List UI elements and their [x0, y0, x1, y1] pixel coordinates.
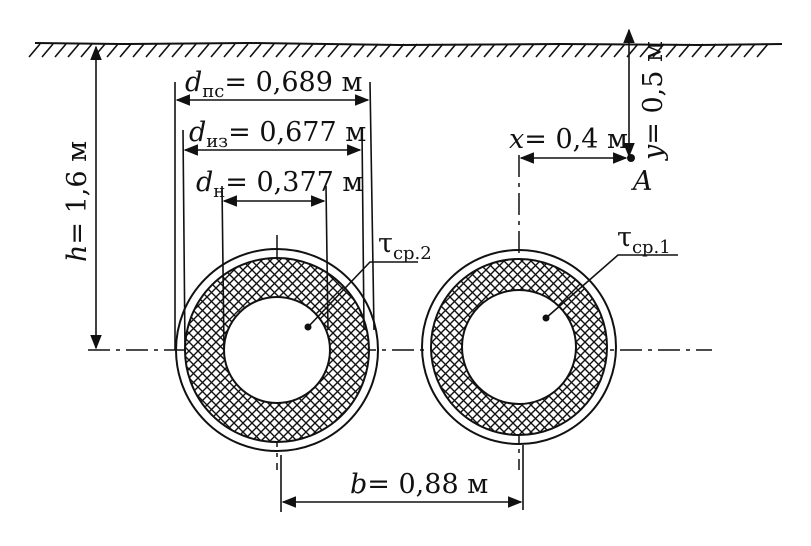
- ground-hatch-tick: [548, 43, 561, 58]
- ground-hatch-tick: [106, 43, 119, 58]
- ground-hatch-tick: [509, 43, 522, 58]
- ground-hatch-tick: [340, 43, 353, 58]
- ground-hatch-tick: [730, 43, 743, 58]
- ground-hatch-tick: [652, 43, 665, 58]
- ground-hatch-tick: [522, 43, 535, 58]
- ground-hatch-tick: [262, 43, 275, 58]
- ground-surface: [28, 41, 783, 58]
- ground-hatch-tick: [67, 43, 80, 58]
- ground-hatch-tick: [639, 43, 652, 58]
- diameter-extension-lines: [174, 81, 375, 351]
- point-a-label: A: [630, 166, 653, 197]
- pipe1-protective-shell: [421, 249, 617, 445]
- ground-hatch-tick: [743, 43, 756, 58]
- ground-hatch-tick: [587, 43, 600, 58]
- ground-hatch-tick: [418, 43, 431, 58]
- ground-hatch-tick: [184, 43, 197, 58]
- ground-hatch-tick: [145, 43, 158, 58]
- ground-hatch-tick: [535, 43, 548, 58]
- h-label: h= 1,6 м: [62, 141, 93, 262]
- ground-hatch-tick: [288, 43, 301, 58]
- x-label: x= 0,4 м: [509, 124, 628, 155]
- y-label: y= 0,5 м: [638, 41, 669, 161]
- pipe-2: [175, 248, 418, 452]
- ground-hatch-tick: [600, 43, 613, 58]
- d-n-label: dн= 0,377 м: [196, 167, 363, 202]
- tau-2-label: τср.2: [378, 228, 432, 264]
- ground-hatch-tick: [210, 43, 223, 58]
- d-ps-label: dпс= 0,689 м: [185, 67, 362, 102]
- ground-hatch-tick: [314, 43, 327, 58]
- ground-hatch-tick: [457, 43, 470, 58]
- ground-hatch-tick: [80, 43, 93, 58]
- ground-hatch-tick: [327, 43, 340, 58]
- ground-hatch-tick: [28, 43, 41, 58]
- ground-hatch-tick: [405, 43, 418, 58]
- ground-hatch-tick: [132, 43, 145, 58]
- ground-hatch-tick: [613, 43, 626, 58]
- ground-hatch-tick: [561, 43, 574, 58]
- b-dimension: [280, 445, 524, 512]
- ground-hatch-tick: [483, 43, 496, 58]
- b-label: b= 0,88 м: [350, 469, 488, 500]
- ground-hatch-tick: [197, 43, 210, 58]
- ground-hatch-tick: [444, 43, 457, 58]
- ground-hatch-tick: [496, 43, 509, 58]
- ground-hatch-tick: [431, 43, 444, 58]
- ground-hatch-tick: [574, 43, 587, 58]
- ground-hatch-tick: [470, 43, 483, 58]
- ground-hatch-tick: [41, 43, 54, 58]
- pipe2-protective-shell: [175, 248, 379, 452]
- ground-hatch-tick: [665, 43, 678, 58]
- ground-hatch-tick: [171, 43, 184, 58]
- ground-hatch-tick: [223, 43, 236, 58]
- ground-hatch-tick: [236, 43, 249, 58]
- pipe2-inner-pipe: [223, 296, 331, 404]
- ground-hatch-tick: [379, 43, 392, 58]
- ground-hatch-tick: [119, 43, 132, 58]
- ground-hatch-tick: [301, 43, 314, 58]
- ground-hatch-tick: [249, 43, 262, 58]
- d-iz-label: dиз= 0,677 м: [189, 117, 366, 152]
- ground-hatch-tick: [275, 43, 288, 58]
- ground-hatch-tick: [704, 43, 717, 58]
- ground-hatch-tick: [366, 43, 379, 58]
- ground-hatch-tick: [691, 43, 704, 58]
- ground-hatch-tick: [54, 43, 67, 58]
- ground-hatch-tick: [678, 43, 691, 58]
- pipe-1: [421, 249, 678, 445]
- ground-hatch-tick: [717, 43, 730, 58]
- ground-hatch-tick: [158, 43, 171, 58]
- ground-hatch-tick: [756, 43, 769, 58]
- ground-hatch-tick: [353, 43, 366, 58]
- ground-hatch-tick: [392, 43, 405, 58]
- tau-1-label: τср.1: [617, 222, 671, 258]
- point-a-marker: [627, 154, 635, 162]
